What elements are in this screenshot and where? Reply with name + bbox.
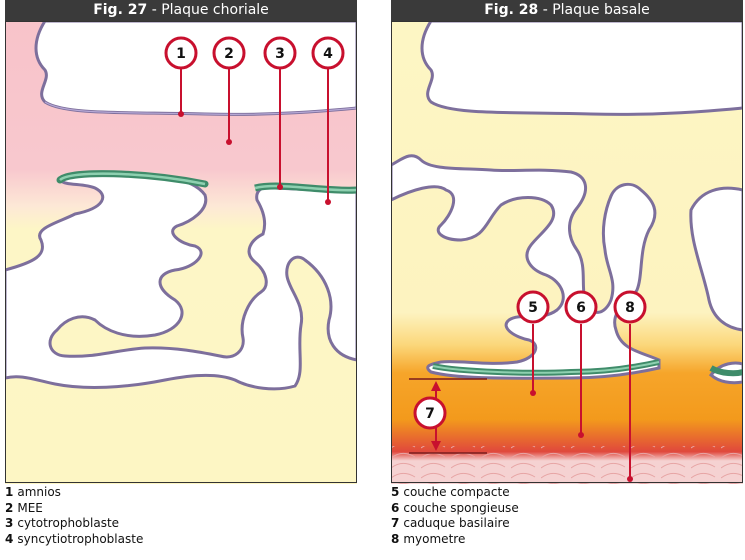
legend-item: 7 caduque basilaire — [391, 516, 519, 532]
svg-text:2: 2 — [224, 46, 234, 62]
marker-7: 7 — [415, 398, 445, 428]
legend-text: amnios — [17, 485, 61, 499]
svg-text:4: 4 — [323, 46, 333, 62]
legend-number: 1 — [5, 485, 13, 499]
figure-27-panel: Fig. 27 - Plaque choriale — [5, 0, 357, 484]
legend-figure-28: 5 couche compacte 6 couche spongieuse 7 cad… — [391, 485, 519, 547]
legend-text: caduque basilaire — [403, 516, 509, 530]
marker-6: 6 — [566, 292, 596, 322]
legend-number: 4 — [5, 532, 13, 546]
marker-3: 3 — [265, 38, 295, 68]
myometrium — [391, 446, 743, 484]
marker-2: 2 — [214, 38, 244, 68]
svg-text:5: 5 — [528, 300, 538, 316]
plaque-basale-diagram: 5 6 8 7 — [391, 21, 743, 484]
legend-number: 3 — [5, 516, 13, 530]
legend-text: cytotrophoblaste — [17, 516, 119, 530]
legend-text: couche spongieuse — [403, 501, 518, 515]
legend-item: 2 MEE — [5, 501, 143, 517]
figure-27-number: Fig. 27 — [93, 2, 147, 18]
legend-number: 5 — [391, 485, 399, 499]
marker-8: 8 — [615, 292, 645, 322]
marker-5: 5 — [518, 292, 548, 322]
figure-27-title: Fig. 27 - Plaque choriale — [5, 0, 357, 21]
figure-28-panel: Fig. 28 - Plaque basale — [391, 0, 743, 484]
svg-text:7: 7 — [425, 406, 435, 422]
legend-number: 8 — [391, 532, 399, 546]
intervillous-cavity-top — [422, 21, 743, 114]
legend-item: 6 couche spongieuse — [391, 501, 519, 517]
legend-number: 7 — [391, 516, 399, 530]
legend-item: 3 cytotrophoblaste — [5, 516, 143, 532]
legend-text: myometre — [403, 532, 465, 546]
marker-1: 1 — [166, 38, 196, 68]
legend-item: 4 syncytiotrophoblaste — [5, 532, 143, 548]
legend-number: 6 — [391, 501, 399, 515]
legend-text: syncytiotrophoblaste — [17, 532, 143, 546]
svg-text:8: 8 — [625, 300, 635, 316]
legend-number: 2 — [5, 501, 13, 515]
marker-4: 4 — [313, 38, 343, 68]
figure-28-number: Fig. 28 — [484, 2, 538, 18]
plaque-choriale-diagram: 1 2 3 4 — [5, 21, 357, 484]
legend-text: MEE — [17, 501, 43, 515]
figure-28-caption: - Plaque basale — [538, 2, 650, 18]
figure-28-title: Fig. 28 - Plaque basale — [391, 0, 743, 21]
legend-item: 5 couche compacte — [391, 485, 519, 501]
figure-27-caption: - Plaque choriale — [147, 2, 269, 18]
legend-figure-27: 1 amnios 2 MEE 3 cytotrophoblaste 4 syncytio… — [5, 485, 143, 547]
legend-text: couche compacte — [403, 485, 509, 499]
svg-text:1: 1 — [176, 46, 186, 62]
svg-text:3: 3 — [275, 46, 285, 62]
amniotic-cavity — [36, 21, 357, 114]
legend-item: 1 amnios — [5, 485, 143, 501]
legend-item: 8 myometre — [391, 532, 519, 548]
svg-text:6: 6 — [576, 300, 586, 316]
